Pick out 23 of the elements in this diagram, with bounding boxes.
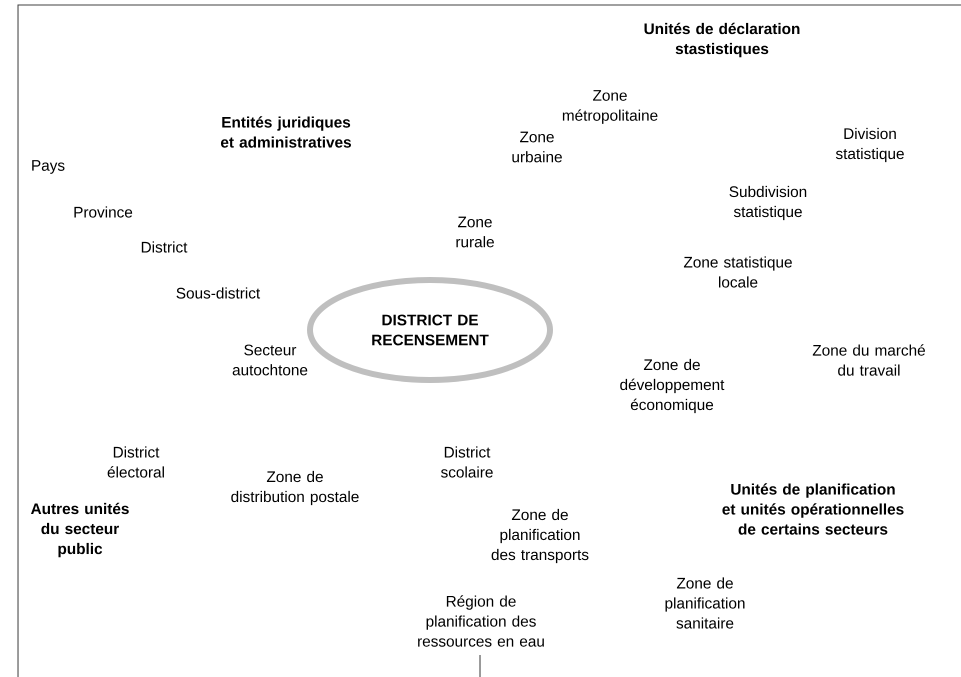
label-text: Zone de développement économique [620,358,724,414]
group-heading: Autres unités du secteur public [30,502,129,558]
label-text: Zone de planification des transports [492,508,588,564]
group-heading: Unités de planification et unités opérationnelles de certains secteurs [722,483,904,535]
label-text: Zone statistique locale [684,256,792,288]
group-heading: Entités juridiques et administratives [221,116,351,148]
label-text: Sous-district [176,287,260,299]
group-heading: Unités de déclaration stastistiques [644,22,800,58]
label-text: Division statistique [836,128,904,162]
label-text: Province [74,206,132,218]
label-text: Zone de distribution postale [231,470,359,506]
label-text: Zone rurale [456,216,494,248]
label-text: District scolaire [441,446,493,478]
label-text: Zone de planification sanitaire [666,577,744,629]
label-text: District électoral [108,446,164,478]
label-text: Zone du marché du travail [812,344,925,376]
label-text: Pays [32,160,64,174]
label-text: Région de planification des ressources en eau [418,595,544,647]
ellipse-node: DISTRICT DE RECENSEMENT [307,277,553,383]
label-text: District [142,241,188,253]
label-text: Subdivision statistique [729,186,806,220]
label-text: Zone urbaine [512,132,562,162]
label-text: Zone métropolitaine [562,90,658,124]
